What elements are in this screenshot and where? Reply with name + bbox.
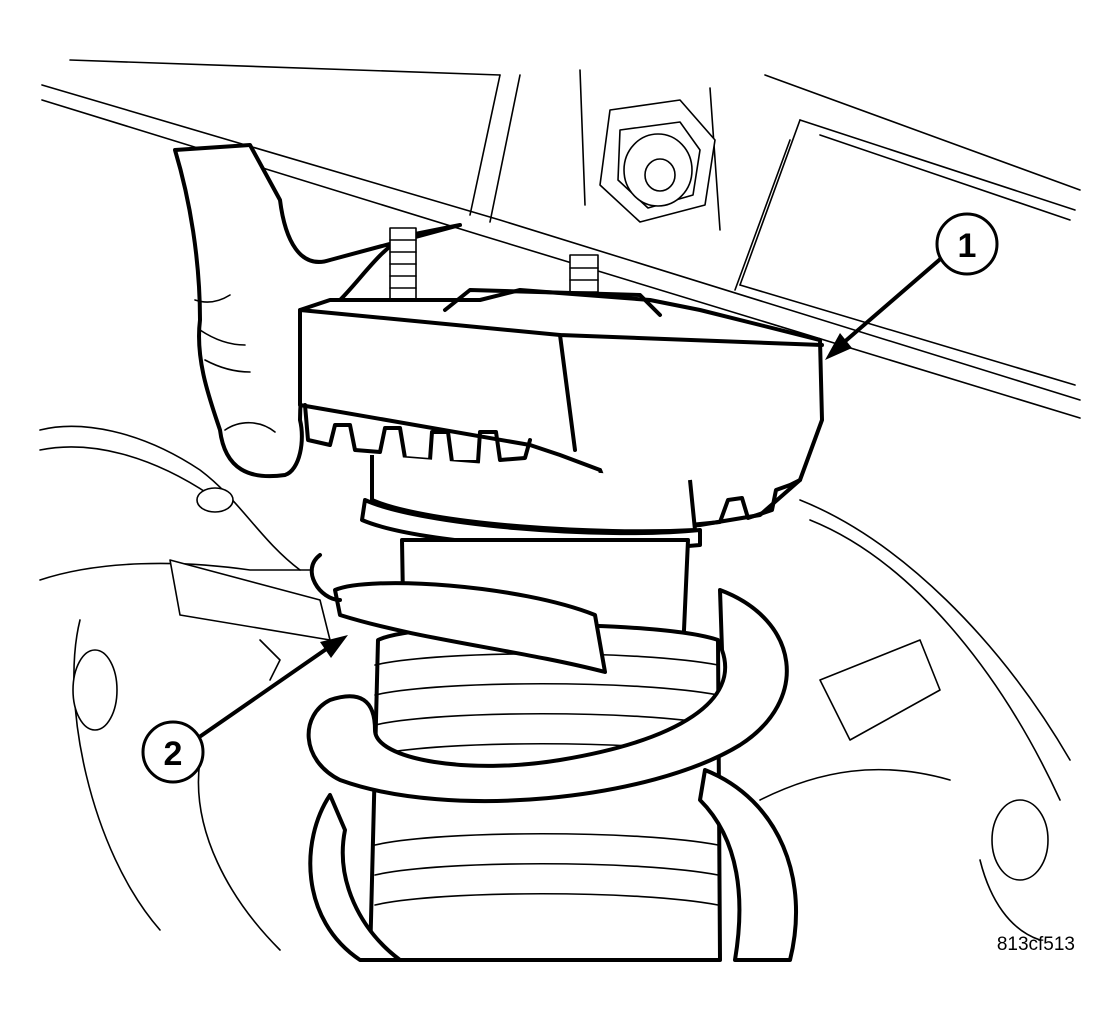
callout-1-circle bbox=[935, 212, 999, 276]
callout-2-circle bbox=[141, 720, 205, 784]
figure-id: 813cf513 bbox=[997, 934, 1075, 955]
callout-2-label: 2 bbox=[164, 735, 183, 773]
callout-2: 2 bbox=[141, 635, 348, 784]
callout-1: 1 bbox=[825, 212, 999, 360]
callout-1-label: 1 bbox=[958, 227, 977, 265]
knuckle-and-arms bbox=[39, 425, 1071, 951]
strut-tower-body bbox=[41, 59, 1081, 419]
spring-compressor-tool bbox=[298, 288, 824, 551]
mounting-nut bbox=[599, 99, 716, 223]
coil-spring bbox=[306, 553, 799, 962]
